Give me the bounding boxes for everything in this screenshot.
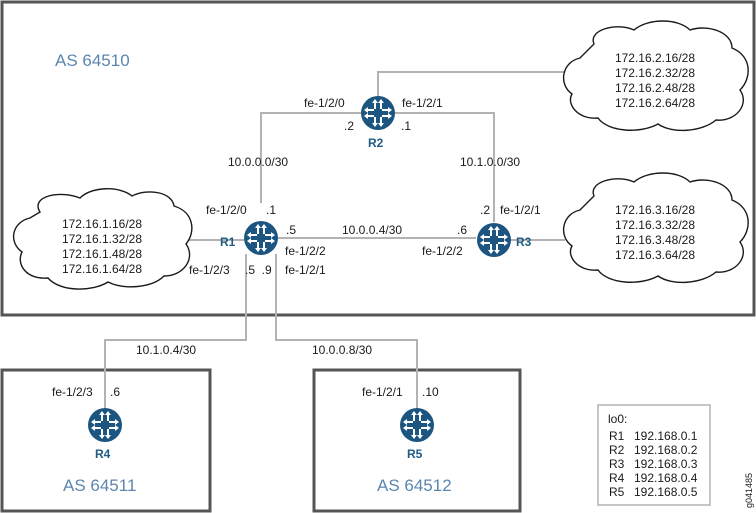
r2-left-host: .2	[344, 119, 354, 133]
cloud-r1-route-1: 172.16.1.16/28	[62, 217, 142, 231]
r2-right-host: .1	[401, 119, 411, 133]
cloud-r3-route-1: 172.16.3.16/28	[615, 203, 695, 217]
r5-host: .10	[422, 385, 439, 399]
subnet-r1-r5: 10.0.0.8/30	[312, 343, 372, 357]
loopback-r5-router: R5	[609, 485, 625, 499]
router-r1: R1	[220, 220, 279, 256]
router-r3-label: R3	[516, 235, 532, 249]
loopback-r2-router: R2	[609, 443, 625, 457]
router-r4-icon	[87, 407, 123, 443]
loopback-r1-address: 192.168.0.1	[634, 429, 698, 443]
r3-top-interface: fe-1/2/1	[500, 203, 541, 217]
loopback-r3-router: R3	[609, 457, 625, 471]
r3-top-host: .2	[480, 203, 490, 217]
cloud-r3-route-4: 172.16.3.64/28	[615, 248, 695, 262]
r1-top-host: .1	[266, 203, 276, 217]
loopback-r4-address: 192.168.0.4	[634, 471, 698, 485]
router-r1-icon	[243, 220, 279, 256]
router-r4: R4	[87, 407, 123, 461]
r4-interface: fe-1/2/3	[52, 385, 93, 399]
router-r5: R5	[399, 407, 435, 461]
r3-left-host: .6	[457, 223, 467, 237]
cloud-r1: 172.16.1.16/28 172.16.1.32/28 172.16.1.4…	[12, 188, 193, 290]
link-r1-r4	[104, 254, 247, 410]
cloud-r2: 172.16.2.16/28 172.16.2.32/28 172.16.2.4…	[562, 20, 749, 132]
as-64510-label: AS 64510	[55, 51, 130, 70]
cloud-r2-route-3: 172.16.2.48/28	[615, 81, 695, 95]
cloud-r2-route-2: 172.16.2.32/28	[615, 66, 695, 80]
r5-interface: fe-1/2/1	[362, 385, 403, 399]
link-r2-r3	[392, 112, 495, 222]
link-r2-cloud	[377, 71, 570, 98]
cloud-r1-route-3: 172.16.1.48/28	[62, 247, 142, 261]
router-r5-icon	[399, 407, 435, 443]
figure-id: g041485	[744, 473, 754, 508]
link-r1-r5	[275, 254, 418, 410]
cloud-r3: 172.16.3.16/28 172.16.3.32/28 172.16.3.4…	[562, 172, 749, 284]
cloud-r2-route-1: 172.16.2.16/28	[615, 51, 695, 65]
as-64512-label: AS 64512	[377, 476, 452, 495]
loopback-r4-router: R4	[609, 471, 625, 485]
r1-right-interface: fe-1/2/2	[285, 244, 326, 258]
as-64511-label: AS 64511	[63, 476, 136, 495]
r1-right-host: .5	[286, 223, 296, 237]
link-r1-r2	[260, 112, 362, 203]
loopback-r1-router: R1	[609, 429, 625, 443]
router-r1-label: R1	[220, 235, 236, 249]
router-r4-label: R4	[95, 447, 111, 461]
cloud-r3-route-2: 172.16.3.32/28	[615, 218, 695, 232]
router-r5-label: R5	[407, 447, 423, 461]
subnet-r1-r3: 10.0.0.4/30	[342, 223, 402, 237]
loopback-legend-box	[597, 404, 711, 506]
loopback-legend: lo0: R1 192.168.0.1 R2 192.168.0.2 R3 19…	[597, 404, 711, 506]
cloud-r3-route-3: 172.16.3.48/28	[615, 233, 695, 247]
subnet-r2-r3: 10.1.0.0/30	[460, 155, 520, 169]
r3-left-interface: fe-1/2/2	[422, 244, 463, 258]
loopback-r3-address: 192.168.0.3	[634, 457, 698, 471]
router-r2-label: R2	[368, 136, 384, 150]
r1-top-interface: fe-1/2/0	[206, 203, 247, 217]
loopback-title: lo0:	[608, 412, 627, 426]
as-64510-box	[0, 0, 756, 317]
subnet-r1-r4: 10.1.0.4/30	[136, 343, 196, 357]
r4-host: .6	[110, 385, 120, 399]
r2-right-interface: fe-1/2/1	[402, 96, 443, 110]
router-r3-icon	[476, 222, 512, 258]
loopback-r2-address: 192.168.0.2	[634, 443, 698, 457]
cloud-r1-route-2: 172.16.1.32/28	[62, 232, 142, 246]
cloud-r2-route-4: 172.16.2.64/28	[615, 96, 695, 110]
r1-bottom-interface: fe-1/2/1	[285, 263, 326, 277]
cloud-r1-route-4: 172.16.1.64/28	[62, 262, 142, 276]
r2-left-interface: fe-1/2/0	[304, 96, 345, 110]
router-r3: R3	[476, 222, 532, 258]
r1-bottom-hosts: .5 .9	[245, 263, 272, 277]
loopback-r5-address: 192.168.0.5	[634, 485, 698, 499]
subnet-r1-r2: 10.0.0.0/30	[228, 155, 288, 169]
router-r2-icon	[360, 95, 396, 131]
router-r2: R2	[360, 95, 396, 150]
r1-left-interface: fe-1/2/3	[189, 263, 230, 277]
